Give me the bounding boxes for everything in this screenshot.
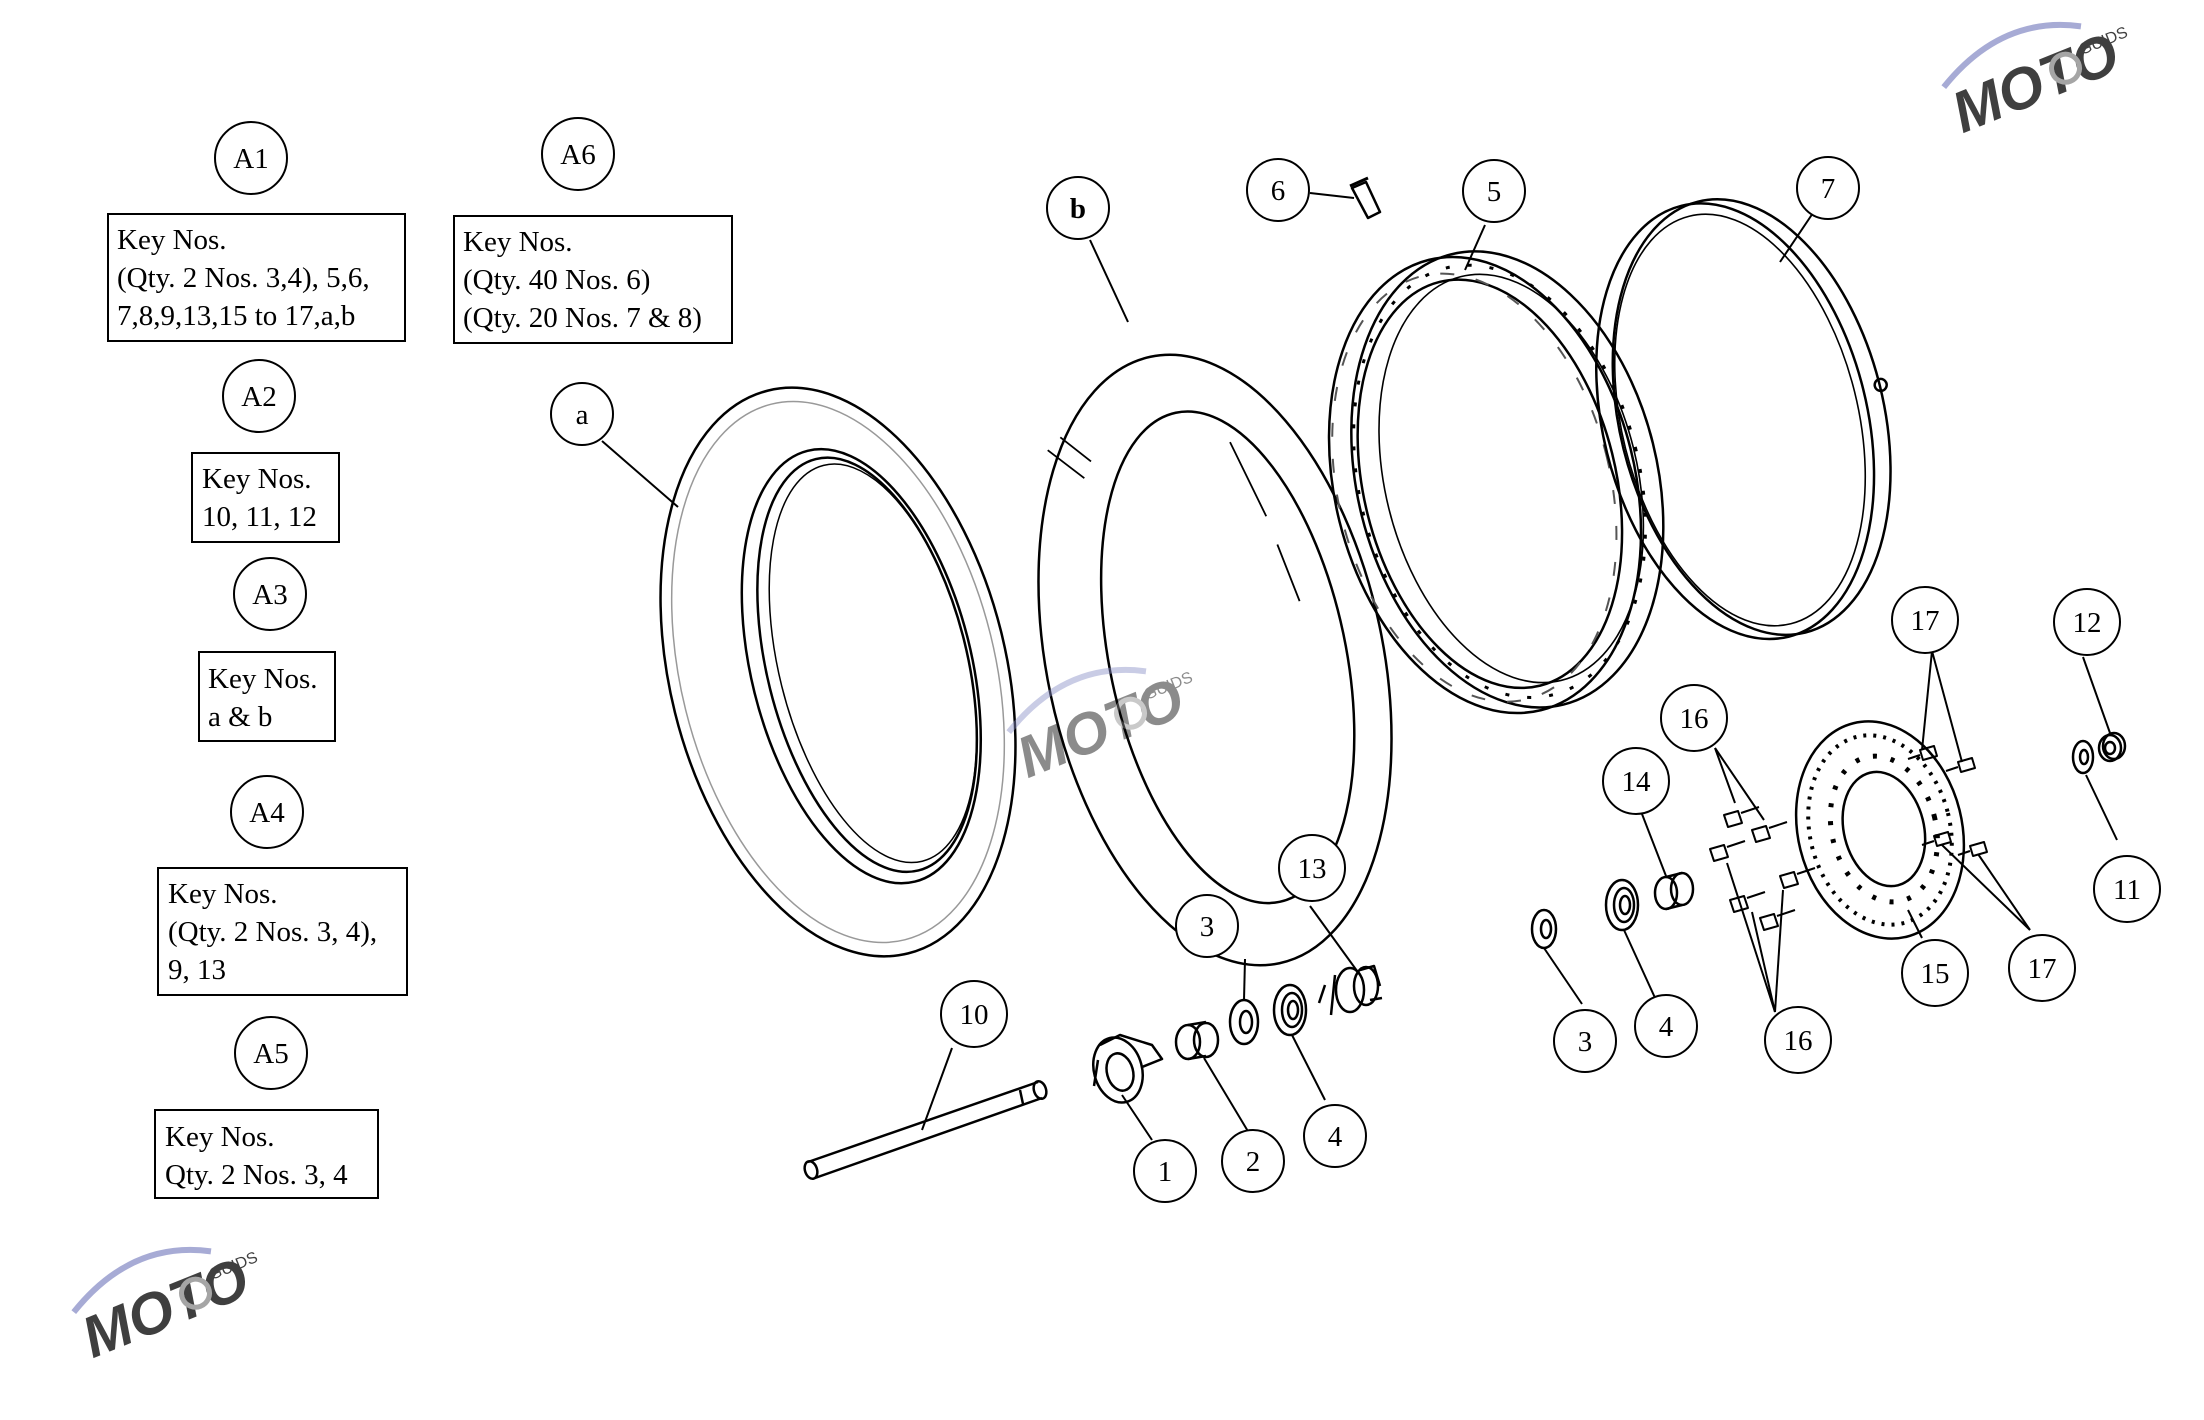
assembly-a4-line2: (Qty. 2 Nos. 3, 4), [168,916,377,948]
callout-4-right-label: 4 [1659,1011,1674,1043]
assembly-a2-label: A2 [241,381,276,413]
callout-4-right: 4 [1634,994,1698,1058]
disc-bolts-part-17 [1907,745,1988,857]
assembly-a1-line3: 7,8,9,13,15 to 17,a,b [117,300,355,332]
assembly-a6: A6 Key Nos. (Qty. 40 Nos. 6) (Qty. 20 No… [453,117,733,344]
callout-16-bottom: 16 [1764,1006,1832,1074]
gear-icon [1114,696,1148,730]
callout-13: 13 [1278,834,1346,902]
callout-6: 6 [1246,158,1310,222]
assembly-a6-line1: Key Nos. [463,226,573,258]
assembly-a6-line2: (Qty. 40 Nos. 6) [463,264,650,296]
callout-17-bottom-label: 17 [2028,953,2057,985]
callout-15-label: 15 [1921,958,1950,990]
assembly-a5: A5 Key Nos. Qty. 2 Nos. 3, 4 [154,1016,379,1199]
callout-10-label: 10 [960,999,989,1031]
assembly-a2-line1: Key Nos. [202,463,312,495]
callout-3-right: 3 [1553,1009,1617,1073]
assembly-a4-label: A4 [249,797,285,829]
parts [659,176,2127,1181]
disc-bolts-part-16 [1709,806,1816,931]
callout-14-label: 14 [1622,766,1652,798]
assembly-a4-line3: 9, 13 [168,954,226,986]
callout-14: 14 [1602,747,1670,815]
brake-disc-part-15 [1794,720,1966,940]
callout-5: 5 [1462,159,1526,223]
callout-1: 1 [1133,1139,1197,1203]
watermark-logo-center: MOTO GUIDS [1006,666,1195,791]
callout-7-label: 7 [1821,173,1836,205]
assembly-a5-line2: Qty. 2 Nos. 3, 4 [165,1159,348,1191]
callout-4-left-label: 4 [1328,1121,1343,1153]
washer-part-11 [2071,739,2095,775]
callout-b: b [1046,176,1110,240]
watermark-logo-top-right: MOTO GUIDS [1941,21,2130,146]
assembly-legend: A1 Key Nos. (Qty. 2 Nos. 3,4), 5,6, 7,8,… [107,117,733,1199]
callout-3-right-label: 3 [1578,1026,1593,1058]
assembly-a6-line3: (Qty. 20 Nos. 7 & 8) [463,302,702,334]
callout-16-top: 16 [1660,684,1728,752]
tyre-part-a [659,386,1017,958]
assembly-a5-line1: Key Nos. [165,1121,275,1153]
callout-16-top-label: 16 [1680,703,1709,735]
callout-12-label: 12 [2073,607,2102,639]
assembly-a1-line1: Key Nos. [117,224,227,256]
callout-4-left: 4 [1303,1104,1367,1168]
assembly-a1: A1 Key Nos. (Qty. 2 Nos. 3,4), 5,6, 7,8,… [107,121,406,342]
callout-12: 12 [2053,588,2121,656]
seal-part-3-left [1228,998,1260,1046]
axle-part-10 [803,1079,1048,1181]
gear-icon [179,1276,213,1310]
assembly-a2: A2 Key Nos. 10, 11, 12 [191,359,340,543]
watermark-logo-bottom-left: MOTO GUIDS [71,1246,260,1371]
bearing-part-4-left [1272,983,1308,1037]
callout-b-label: b [1070,193,1086,225]
callout-3-left: 3 [1175,894,1239,958]
bearing-part-4-right [1604,878,1640,932]
spacer-part-14 [1653,871,1695,911]
assembly-a3-line2: a & b [208,701,272,733]
callout-3-left-label: 3 [1200,911,1215,943]
assembly-a2-line2: 10, 11, 12 [202,501,317,533]
spoke-nipple-part-6 [1349,176,1382,220]
assembly-a3-label: A3 [252,579,287,611]
seal-part-3-right [1530,908,1558,950]
callout-13-label: 13 [1298,853,1327,885]
assembly-a4-line1: Key Nos. [168,878,278,910]
callout-a: a [550,382,614,446]
hub-driver-part-13 [1317,964,1383,1016]
rim-part-5 [1327,250,1665,715]
callout-15: 15 [1901,939,1969,1007]
callout-2-label: 2 [1246,1146,1261,1178]
assembly-a5-label: A5 [253,1038,288,1070]
assembly-a3-line1: Key Nos. [208,663,318,695]
callout-5-label: 5 [1487,176,1502,208]
callout-16-bottom-label: 16 [1784,1025,1813,1057]
callout-11: 11 [2093,855,2161,923]
gear-icon [2049,51,2083,85]
spacer-part-2 [1174,1020,1220,1061]
callout-2: 2 [1221,1129,1285,1193]
nut-part-12 [2097,731,2127,763]
callout-11-label: 11 [2113,874,2141,906]
callout-10: 10 [940,980,1008,1048]
callout-a-label: a [576,399,589,431]
callout-leaders [601,192,2118,1141]
assembly-a1-line2: (Qty. 2 Nos. 3,4), 5,6, [117,262,370,294]
callout-7: 7 [1796,156,1860,220]
assembly-a3: A3 Key Nos. a & b [198,557,336,742]
assembly-a1-label: A1 [233,143,268,175]
callout-6-label: 6 [1271,175,1286,207]
assembly-a4: A4 Key Nos. (Qty. 2 Nos. 3, 4), 9, 13 [157,775,408,996]
callout-17-top: 17 [1891,586,1959,654]
inner-tube-part-b [1037,353,1393,967]
callout-17-top-label: 17 [1911,605,1940,637]
rim-liner-part-7 [1595,198,1892,641]
callouts: a b 6 5 7 10 3 13 1 2 4 3 4 14 16 16 15 … [550,156,2161,1203]
callout-1-label: 1 [1158,1156,1173,1188]
assembly-a6-label: A6 [560,139,595,171]
callout-17-bottom: 17 [2008,934,2076,1002]
